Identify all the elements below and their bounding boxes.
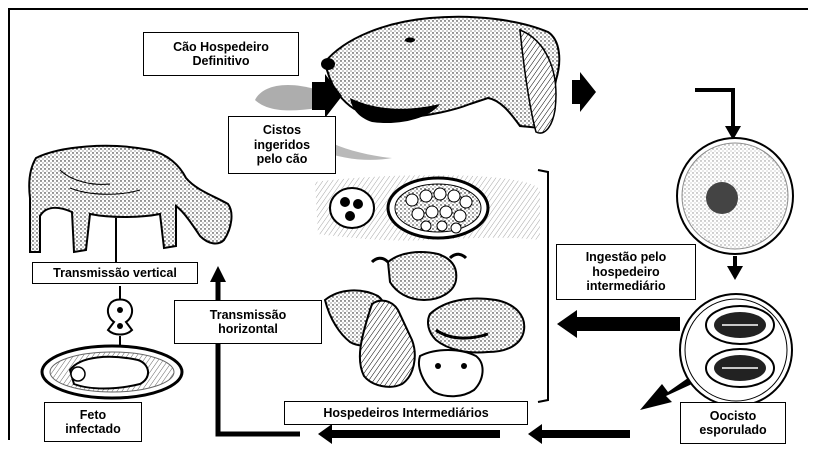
vertical-transmission-label: Transmissão vertical xyxy=(32,262,198,284)
horizontal-transmission-label: Transmissão horizontal xyxy=(174,300,322,344)
infected-fetus-illustration xyxy=(42,346,182,398)
unsporulated-oocyst xyxy=(677,138,793,254)
cow-illustration xyxy=(29,146,231,252)
arrow-ingestion xyxy=(557,310,680,338)
tissue-cyst-illustration xyxy=(315,175,540,240)
arrow-to-oocyst xyxy=(695,90,741,140)
intermediate-hosts-label: Hospedeiros Intermediários xyxy=(284,401,528,425)
intermediate-hosts-illustration xyxy=(325,252,524,396)
ingestion-intermediate-host-label: Ingestão pelo hospedeiro intermediário xyxy=(556,244,696,300)
bottom-return-arrows xyxy=(318,424,630,444)
ingested-cysts-label: Cistos ingeridos pelo cão xyxy=(228,116,336,174)
gray-swoosh xyxy=(255,85,318,110)
arrow-between-oocysts xyxy=(727,256,743,280)
tachyzoite-icon xyxy=(108,300,132,335)
dog-head-illustration xyxy=(321,17,559,133)
infected-fetus-label: Feto infectado xyxy=(44,402,142,442)
arrow-out-of-dog xyxy=(572,72,596,112)
dog-definitive-host-label: Cão Hospedeiro Definitivo xyxy=(143,32,299,76)
sporulated-oocyst xyxy=(680,294,792,406)
sporulated-oocyst-label: Oocisto esporulado xyxy=(680,402,786,444)
